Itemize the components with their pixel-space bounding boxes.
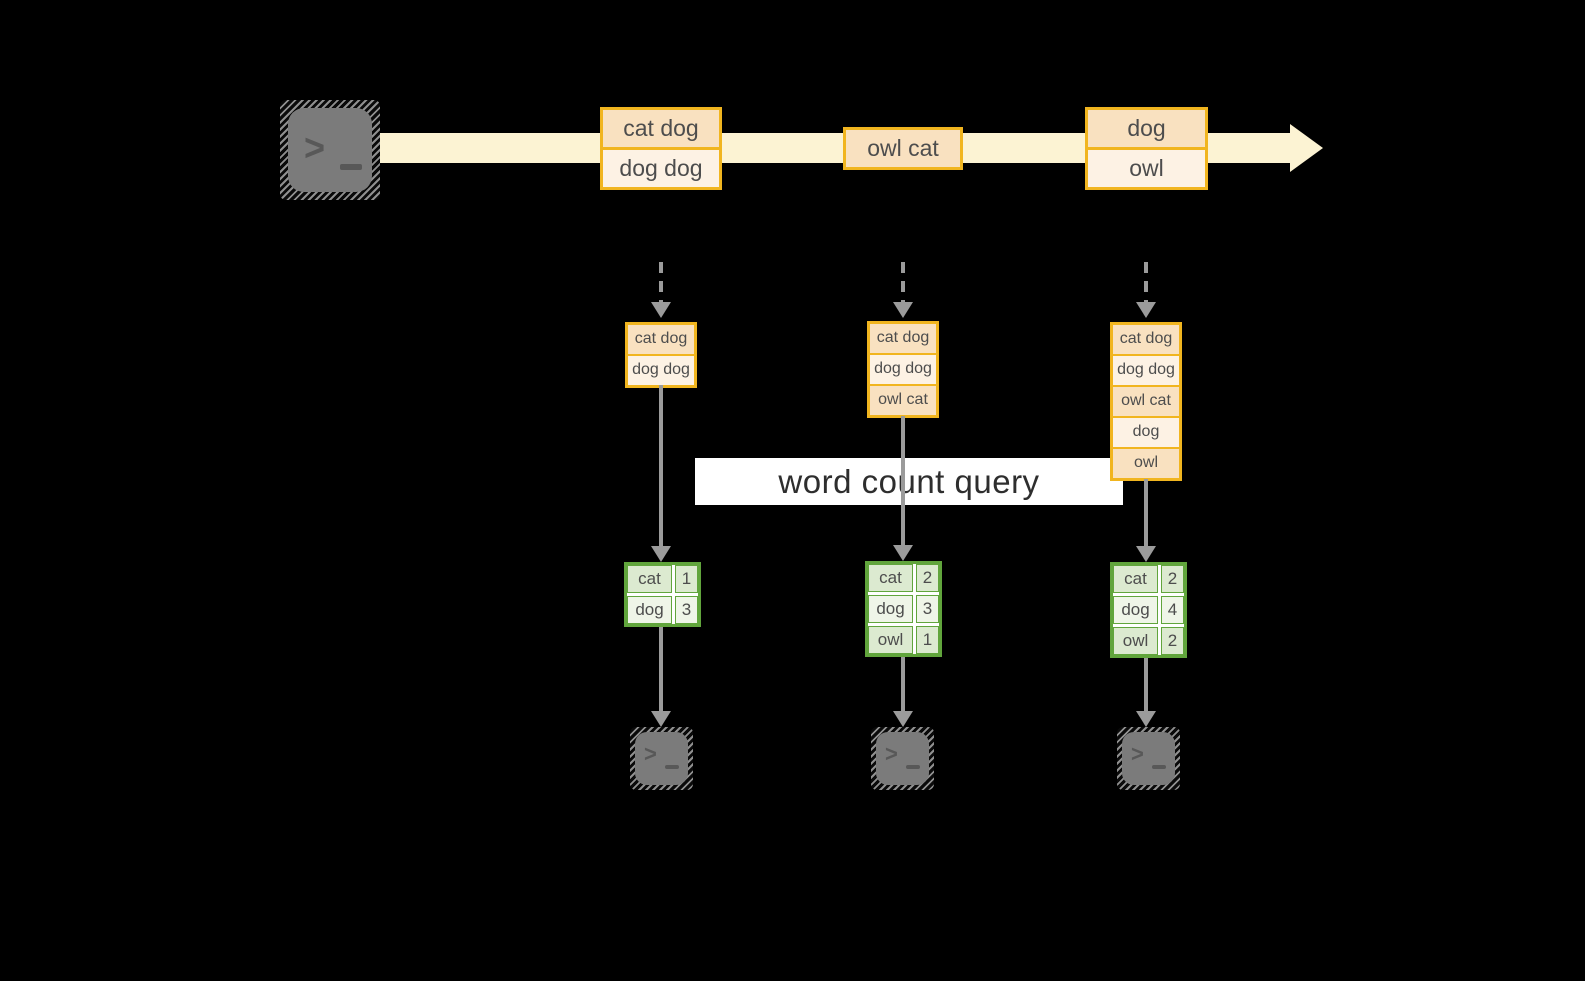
buffer-line: dog dog — [870, 355, 936, 384]
dashed-arrow-line-1 — [659, 262, 663, 302]
count-word: cat — [627, 565, 672, 593]
count-word: cat — [1113, 565, 1158, 593]
arrow-line-table3-terminal3 — [1144, 658, 1148, 711]
buffer-line: dog — [1113, 418, 1179, 447]
dashed-arrow-line-2 — [901, 262, 905, 302]
count-word: dog — [627, 596, 672, 624]
buffer-stack-1: cat dog dog dog — [625, 322, 697, 388]
arrow-head-terminal3 — [1136, 711, 1156, 727]
terminal-screen: > — [635, 732, 688, 785]
buffer-line: owl — [1113, 449, 1179, 478]
cursor-icon — [906, 765, 920, 769]
stream-message-3: dog owl — [1085, 107, 1208, 190]
count-value: 1 — [675, 565, 698, 593]
dashed-arrow-head-3 — [1136, 302, 1156, 318]
arrow-line-table1-terminal1 — [659, 627, 663, 711]
terminal-screen: > — [876, 732, 929, 785]
count-value: 4 — [1161, 596, 1184, 624]
count-value: 2 — [916, 564, 939, 592]
prompt-icon: > — [885, 740, 898, 767]
cursor-icon — [665, 765, 679, 769]
buffer-line: owl cat — [870, 386, 936, 415]
count-table-1: cat 1 dog 3 — [624, 562, 701, 627]
message-line: owl — [1088, 150, 1205, 187]
arrow-head-terminal1 — [651, 711, 671, 727]
arrow-line-table2-terminal2 — [901, 657, 905, 711]
stream-arrow-head — [1290, 124, 1323, 172]
buffer-line: dog dog — [628, 356, 694, 385]
source-terminal-icon: > — [280, 100, 380, 200]
arrow-head-table1 — [651, 546, 671, 562]
cursor-icon — [340, 164, 362, 170]
count-value: 2 — [1161, 565, 1184, 593]
count-word: dog — [1113, 596, 1158, 624]
count-value: 2 — [1161, 627, 1184, 655]
dashed-arrow-head-1 — [651, 302, 671, 318]
cursor-icon — [1152, 765, 1166, 769]
count-value: 1 — [916, 626, 939, 654]
stream-message-1: cat dog dog dog — [600, 107, 722, 190]
count-table-2: cat 2 dog 3 owl 1 — [865, 561, 942, 657]
count-value: 3 — [916, 595, 939, 623]
message-line: dog — [1088, 110, 1205, 147]
count-word: owl — [868, 626, 913, 654]
buffer-line: cat dog — [870, 324, 936, 353]
terminal-screen: > — [1122, 732, 1175, 785]
consumer-terminal-icon-3: > — [1117, 727, 1180, 790]
prompt-icon: > — [1131, 740, 1144, 767]
query-banner: word count query — [695, 458, 1123, 505]
prompt-icon: > — [644, 740, 657, 767]
buffer-line: cat dog — [1113, 325, 1179, 354]
buffer-stack-2: cat dog dog dog owl cat — [867, 321, 939, 418]
message-line: cat dog — [603, 110, 719, 147]
count-word: dog — [868, 595, 913, 623]
prompt-icon: > — [304, 125, 326, 169]
count-word: cat — [868, 564, 913, 592]
stream-message-2: owl cat — [843, 127, 963, 170]
count-value: 3 — [675, 596, 698, 624]
buffer-line: owl cat — [1113, 387, 1179, 416]
arrow-head-terminal2 — [893, 711, 913, 727]
message-line: dog dog — [603, 150, 719, 187]
buffer-stack-3: cat dog dog dog owl cat dog owl — [1110, 322, 1182, 481]
arrow-line-stack3-table3 — [1144, 479, 1148, 546]
count-word: owl — [1113, 627, 1158, 655]
dashed-arrow-line-3 — [1144, 262, 1148, 302]
message-line: owl cat — [846, 130, 960, 167]
arrow-head-table2 — [893, 545, 913, 561]
terminal-screen: > — [288, 108, 372, 192]
arrow-head-table3 — [1136, 546, 1156, 562]
dashed-arrow-head-2 — [893, 302, 913, 318]
arrow-line-stack2-table2 — [901, 416, 905, 545]
arrow-line-stack1-table1 — [659, 385, 663, 546]
query-banner-label: word count query — [778, 462, 1040, 500]
consumer-terminal-icon-1: > — [630, 727, 693, 790]
consumer-terminal-icon-2: > — [871, 727, 934, 790]
buffer-line: cat dog — [628, 325, 694, 354]
buffer-line: dog dog — [1113, 356, 1179, 385]
count-table-3: cat 2 dog 4 owl 2 — [1110, 562, 1187, 658]
